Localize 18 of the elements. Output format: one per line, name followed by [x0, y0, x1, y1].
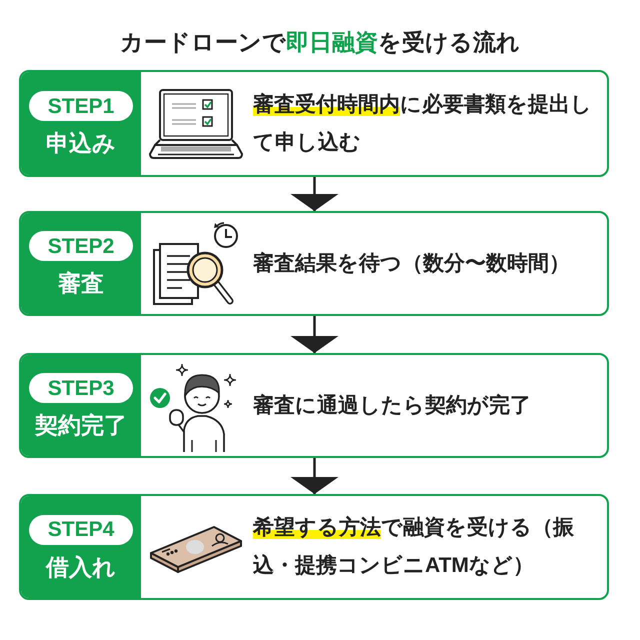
step-number-badge: STEP3	[29, 373, 133, 403]
step-number-badge: STEP2	[29, 231, 133, 261]
step-number-badge: STEP1	[29, 91, 133, 121]
step-description: 審査に通過したら契約が完了	[253, 392, 531, 419]
arrow	[290, 458, 338, 494]
step-card	[19, 353, 609, 458]
step-title: 審査	[58, 270, 104, 296]
step-number-badge: STEP4	[29, 514, 133, 544]
step-card	[19, 211, 609, 316]
step-card	[19, 70, 609, 177]
arrow	[290, 177, 338, 211]
step-description: 審査結果を待つ（数分〜数時間）	[253, 250, 570, 277]
step-card	[19, 494, 609, 600]
step-title: 申込み	[46, 130, 116, 156]
diagram-title: カードローンで即日融資を受ける流れ	[120, 28, 520, 57]
step-title: 契約完了	[35, 412, 127, 438]
step-title: 借入れ	[46, 554, 116, 580]
arrow	[290, 316, 338, 353]
